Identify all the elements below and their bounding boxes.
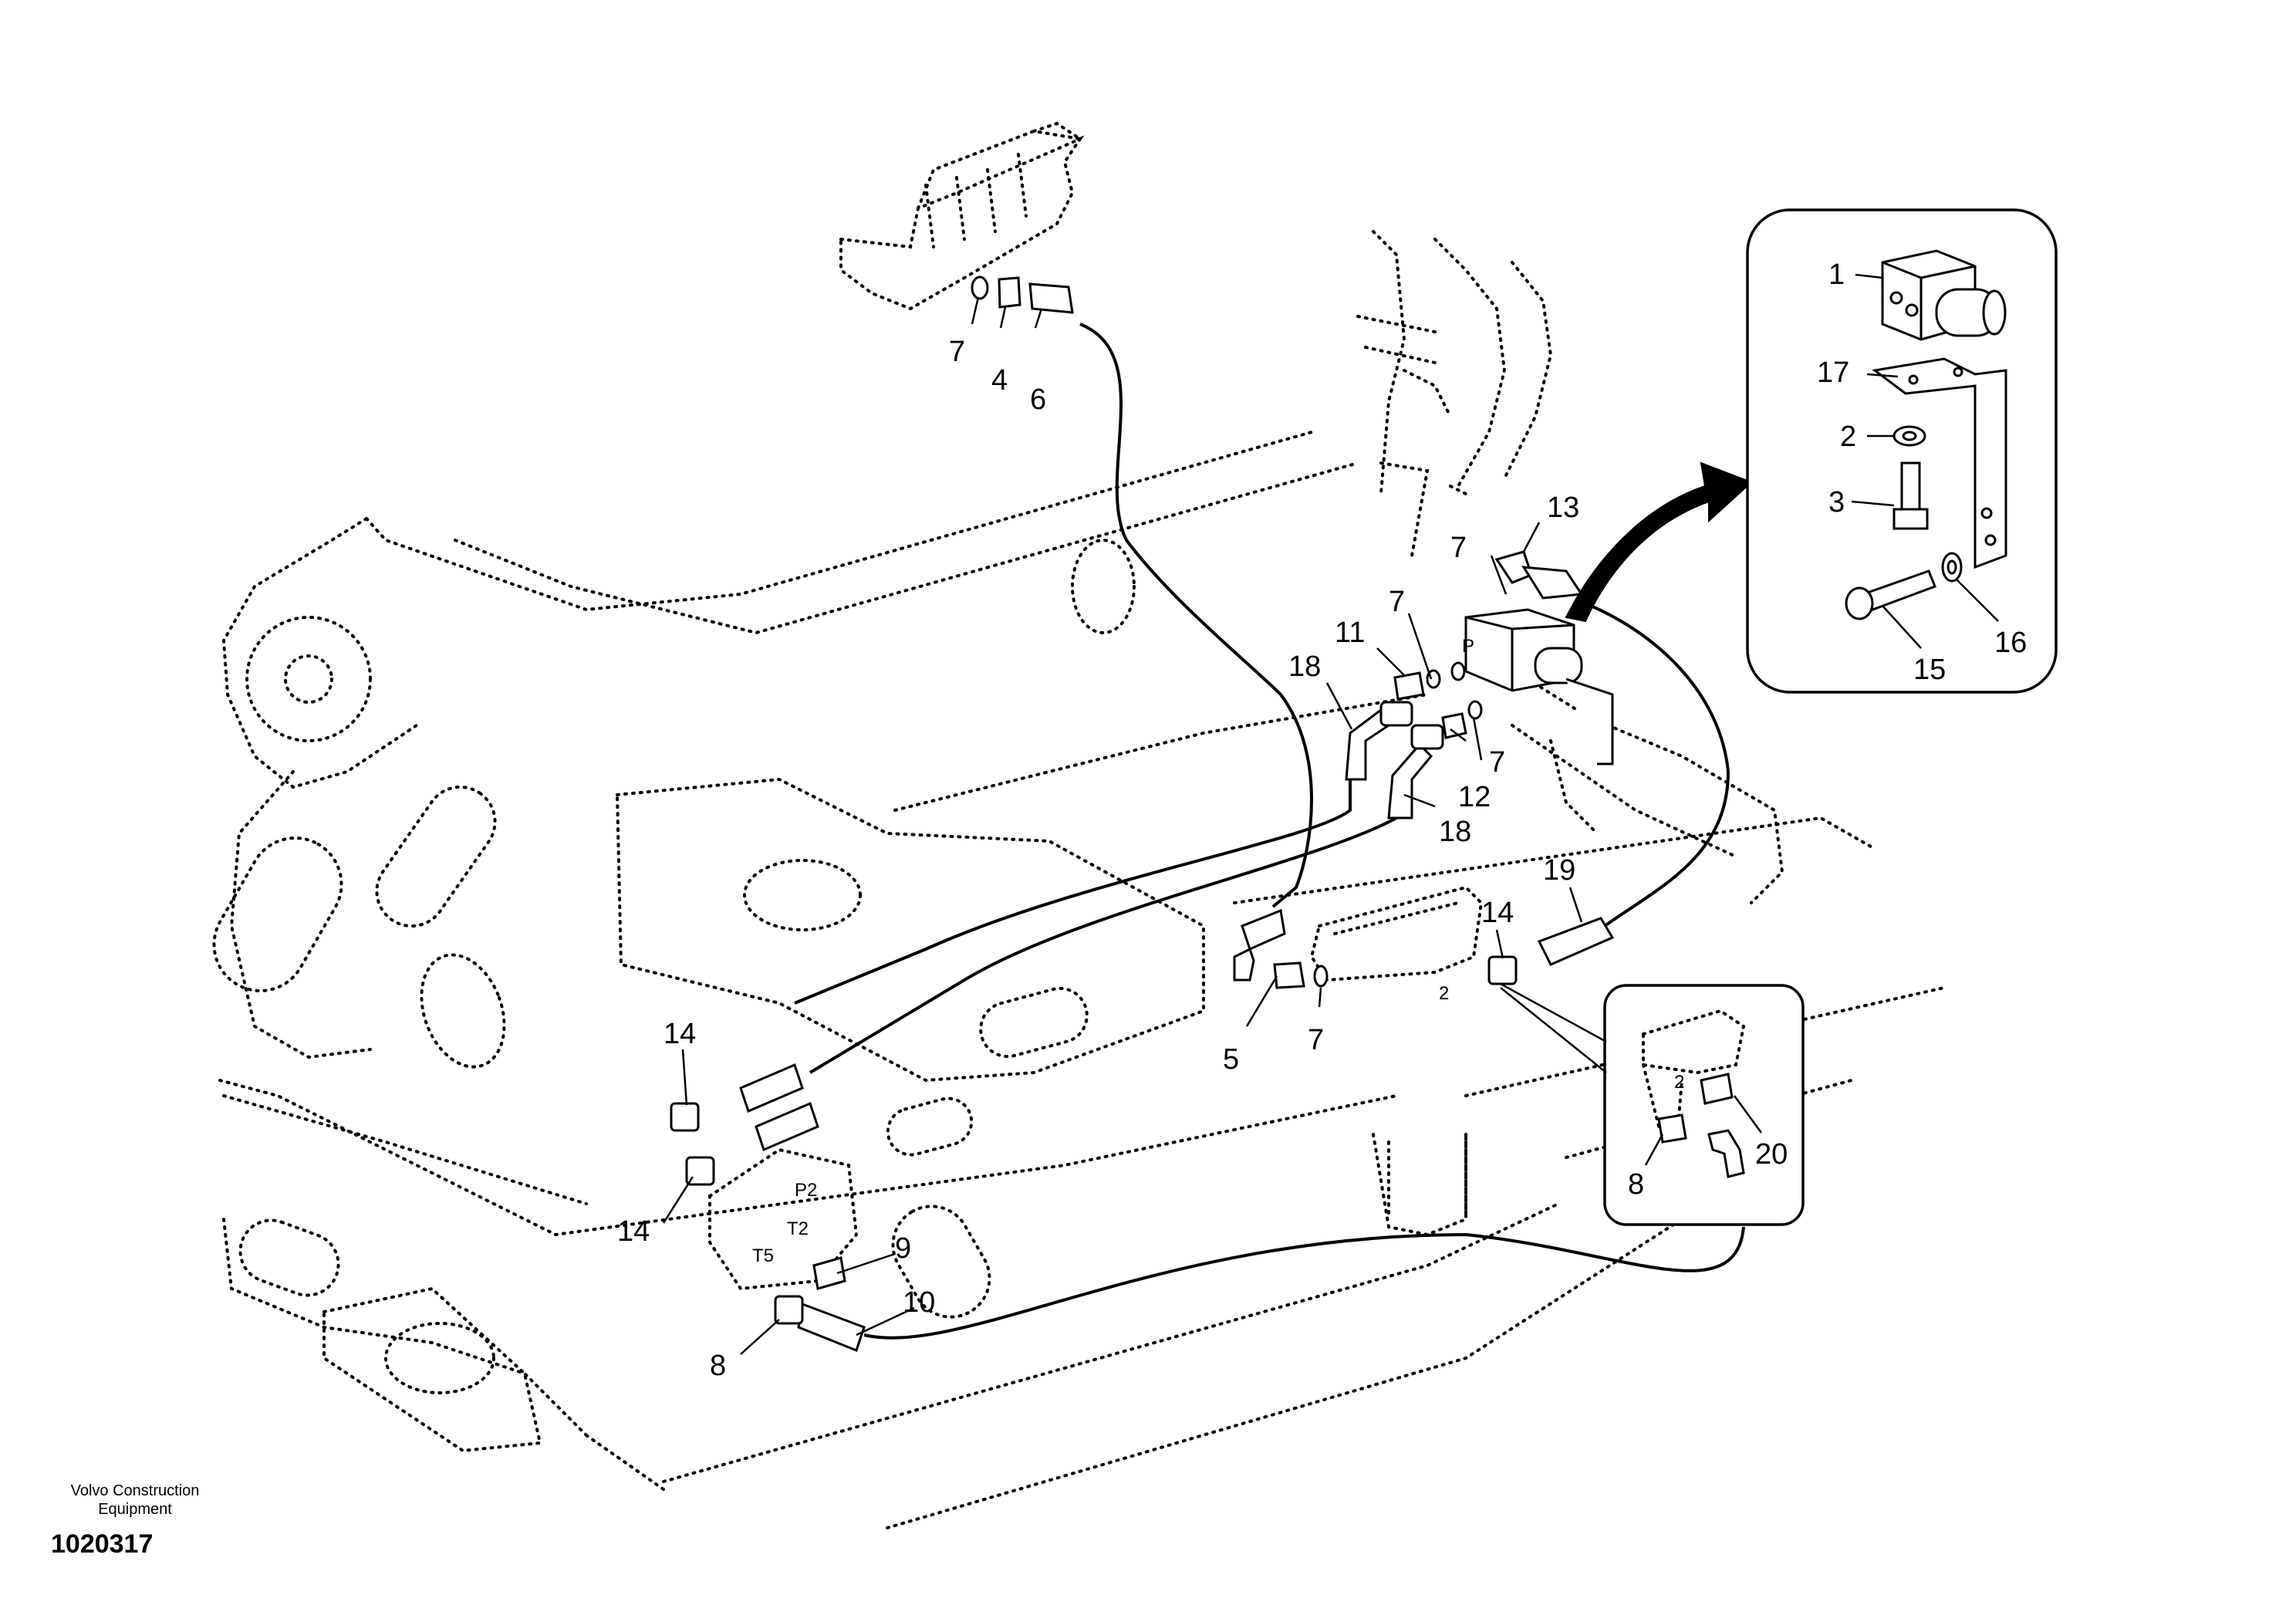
callout-18-upper: 18 (1288, 650, 1321, 683)
callout-20: 20 (1755, 1138, 1788, 1171)
callout-7-top: 7 (949, 336, 965, 368)
control-valve-outline (839, 121, 1085, 311)
callout-4: 4 (991, 364, 1008, 397)
callout-5: 5 (1223, 1043, 1239, 1076)
callout-7-right-c: 7 (1489, 746, 1505, 779)
machine-frame-outline (212, 431, 1946, 1529)
hoses (794, 323, 1745, 1340)
brand-line-2: Equipment (98, 1501, 172, 1518)
callout-15: 15 (1913, 654, 1946, 686)
port-label-p: P (1462, 636, 1474, 657)
callout-7-right-a: 7 (1389, 586, 1405, 618)
fittings: P 2 P2 T2 T5 (670, 275, 1615, 1352)
callout-7-right-b: 7 (1450, 532, 1467, 564)
callout-8-lower: 8 (710, 1350, 726, 1382)
callout-16: 16 (1994, 627, 2027, 659)
callout-6: 6 (1030, 384, 1046, 416)
callout-3: 3 (1828, 486, 1845, 519)
callout-12: 12 (1458, 781, 1491, 813)
callout-1: 1 (1828, 259, 1845, 291)
callout-17: 17 (1817, 357, 1849, 389)
callout-leaders (662, 273, 1999, 1355)
port-label-p2: P2 (795, 1180, 817, 1201)
callout-14-right: 14 (1481, 897, 1514, 929)
port-label-2b: 2 (1674, 1072, 1684, 1093)
port-label-2a: 2 (1439, 983, 1449, 1004)
callout-18-lower: 18 (1439, 816, 1471, 848)
callout-7-mid: 7 (1308, 1024, 1324, 1056)
callout-8-detail: 8 (1628, 1168, 1644, 1201)
callout-13: 13 (1547, 492, 1579, 524)
callout-11: 11 (1335, 617, 1365, 649)
callout-2: 2 (1840, 421, 1856, 453)
brand-line-1: Volvo Construction (70, 1482, 200, 1499)
document-number: 1020317 (51, 1529, 154, 1559)
callouts: 7 4 6 5 7 18 11 7 7 13 7 12 18 19 14 14 … (617, 259, 2027, 1382)
detail-box-valve-mounting (1746, 208, 2058, 694)
detail-box-port-fittings: 2 (1603, 984, 1805, 1226)
callout-10: 10 (903, 1286, 935, 1319)
callout-9: 9 (895, 1232, 911, 1265)
detail-connector-lines (1500, 982, 1607, 1073)
port-label-t2: T2 (787, 1218, 809, 1239)
callout-19: 19 (1543, 854, 1575, 887)
detail-arrow (1565, 461, 1753, 623)
valve-block-outline (1309, 885, 1484, 982)
callout-14-upper-left: 14 (663, 1018, 696, 1050)
port-label-t5: T5 (752, 1245, 774, 1266)
callout-14-lower-left: 14 (617, 1215, 650, 1248)
brand-caption: Volvo Construction Equipment (46, 1482, 224, 1519)
